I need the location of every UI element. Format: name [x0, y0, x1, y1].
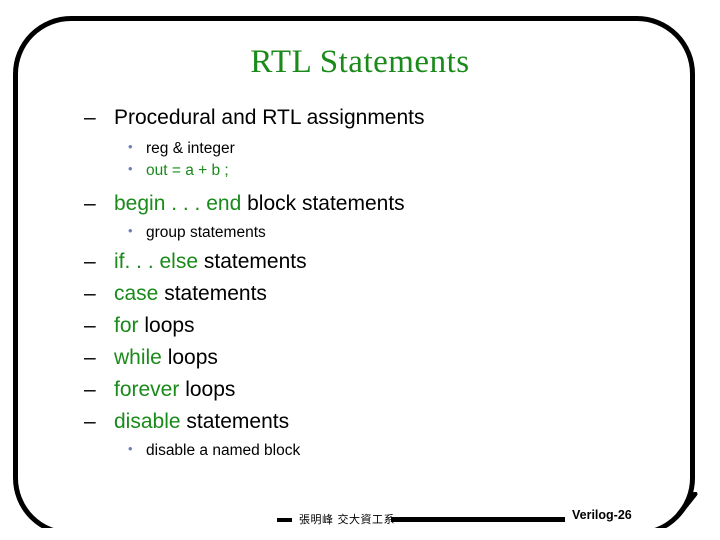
bullet-keyword: while — [114, 346, 162, 369]
dash-bullet-icon: – — [84, 282, 96, 305]
bullet-out-assignment: • out = a + b ; — [128, 161, 229, 180]
bullet-text: loops — [161, 346, 218, 369]
footer-rule-right — [391, 517, 565, 522]
bullet-text: disable a named block — [146, 442, 301, 459]
bullet-text: reg & integer — [146, 140, 235, 157]
bullet-case: –case statements — [84, 282, 267, 306]
bullet-if-else: –if. . . else statements — [84, 250, 307, 274]
bullet-while-loops: –while loops — [84, 346, 218, 370]
bullet-text: statements — [180, 410, 290, 433]
corner-tick-icon — [676, 492, 698, 516]
bullet-text: Procedural and RTL assignments — [114, 106, 425, 129]
frame-bottom-mask — [0, 528, 720, 540]
dot-bullet-icon: • — [128, 441, 133, 456]
footer-rule-left — [277, 518, 292, 522]
bullet-keyword: out = a + b ; — [146, 162, 229, 179]
dash-bullet-icon: – — [84, 410, 96, 433]
slide-title: RTL Statements — [250, 44, 470, 80]
bullet-disable-named-block: • disable a named block — [128, 441, 300, 460]
bullet-text: group statements — [146, 224, 266, 241]
bullet-text: statements — [198, 250, 307, 273]
dash-bullet-icon: – — [84, 106, 96, 129]
footer-author: 張明峰 交大資工系 — [299, 513, 395, 526]
dash-bullet-icon: – — [84, 346, 96, 369]
bullet-keyword: disable — [114, 410, 181, 433]
slide-rounded-frame — [13, 16, 695, 536]
bullet-keyword: for — [114, 314, 139, 337]
bullet-for-loops: –for loops — [84, 314, 195, 338]
bullet-keyword: begin . . . end — [114, 192, 242, 215]
dash-bullet-icon: – — [84, 192, 96, 215]
bullet-text: statements — [158, 282, 267, 305]
bullet-text: loops — [138, 314, 195, 337]
bullet-reg-integer: • reg & integer — [128, 139, 235, 158]
bullet-keyword: forever — [114, 378, 180, 401]
dot-bullet-icon: • — [128, 139, 133, 154]
bullet-disable: –disable statements — [84, 410, 289, 434]
dash-bullet-icon: – — [84, 314, 96, 337]
dash-bullet-icon: – — [84, 378, 96, 401]
bullet-procedural-rtl: –Procedural and RTL assignments — [84, 106, 425, 130]
bullet-group-statements: • group statements — [128, 223, 266, 242]
dot-bullet-icon: • — [128, 161, 133, 176]
bullet-text: loops — [179, 378, 236, 401]
bullet-keyword: if. . . else — [114, 250, 199, 273]
footer-page-label: Verilog-26 — [572, 508, 632, 522]
bullet-text: block statements — [241, 192, 405, 215]
bullet-forever-loops: –forever loops — [84, 378, 235, 402]
dash-bullet-icon: – — [84, 250, 96, 273]
bullet-begin-end-block: –begin . . . end block statements — [84, 192, 405, 216]
dot-bullet-icon: • — [128, 223, 133, 238]
bullet-keyword: case — [114, 282, 159, 305]
